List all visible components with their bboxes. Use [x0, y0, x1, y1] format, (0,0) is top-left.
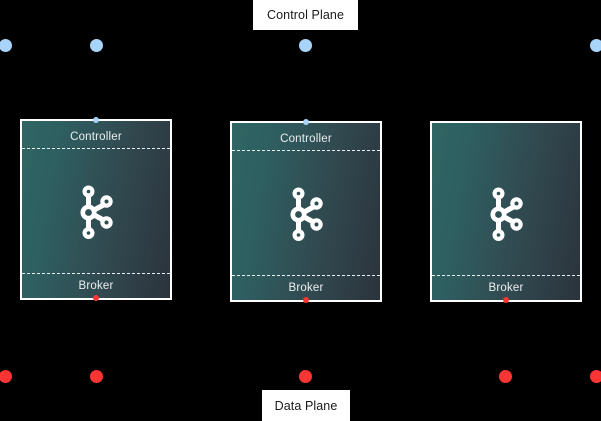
- broker-connector-1[interactable]: [93, 295, 99, 301]
- broker-divider-2: [232, 275, 380, 276]
- controller-connector-2[interactable]: [303, 119, 309, 125]
- control-dot-1[interactable]: [89, 38, 103, 52]
- data-dot-1[interactable]: [89, 369, 103, 383]
- data-dot-0[interactable]: [0, 369, 12, 383]
- data-dot-2[interactable]: [298, 369, 312, 383]
- broker-node-3[interactable]: Broker: [430, 121, 582, 302]
- broker-section-label-2: Broker: [288, 282, 324, 294]
- broker-connector-2[interactable]: [303, 297, 309, 303]
- apache-kafka-logo: [490, 187, 523, 241]
- controller-section-label-2: Controller: [280, 133, 332, 145]
- control-dot-2[interactable]: [298, 38, 312, 52]
- control-plane-label: Control Plane: [253, 0, 358, 30]
- broker-connector-3[interactable]: [503, 297, 509, 303]
- controller-divider-2: [232, 150, 380, 151]
- data-plane-label: Data Plane: [262, 390, 350, 421]
- controller-section-label-1: Controller: [70, 131, 122, 143]
- data-dot-4[interactable]: [589, 369, 601, 383]
- control-dot-3[interactable]: [589, 38, 601, 52]
- broker-divider-1: [22, 273, 170, 274]
- control-dot-0[interactable]: [0, 38, 12, 52]
- data-dot-3[interactable]: [498, 369, 512, 383]
- controller-divider-1: [22, 148, 170, 149]
- broker-section-label-3: Broker: [488, 282, 524, 294]
- broker-divider-3: [432, 275, 580, 276]
- controller-connector-1[interactable]: [93, 117, 99, 123]
- broker-section-label-1: Broker: [78, 280, 114, 292]
- apache-kafka-logo: [290, 187, 323, 241]
- apache-kafka-logo: [80, 185, 113, 239]
